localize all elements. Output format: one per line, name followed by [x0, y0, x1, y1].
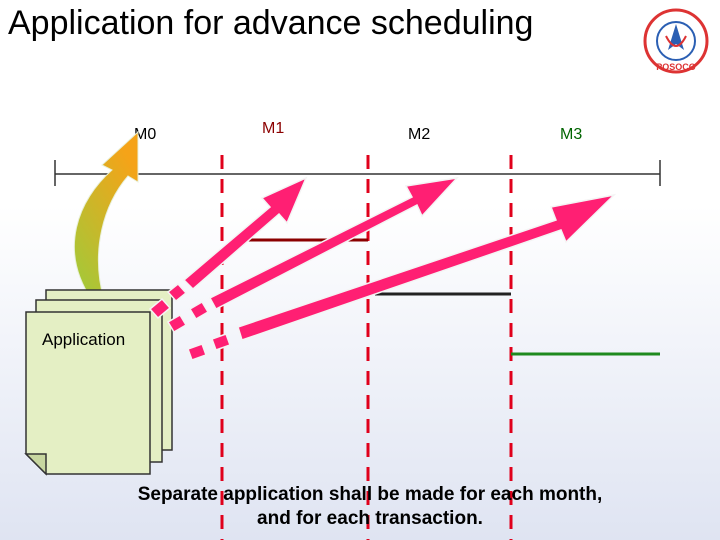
document-corner-fold [24, 453, 47, 476]
month-label-m3: M3 [560, 126, 583, 143]
arrow-m1 [182, 176, 308, 291]
arrow-m1-dash-2 [166, 282, 188, 303]
caption-line-2: and for each transaction. [257, 508, 483, 529]
curved-arrow [73, 130, 139, 301]
arrow-m3 [237, 193, 617, 341]
application-arrows [148, 176, 617, 361]
month-label-m2: M2 [408, 126, 431, 143]
posoco-logo-icon: POSOCO [643, 8, 709, 74]
arrow-m2-dash-2 [188, 300, 210, 321]
page-title: Application for advance scheduling [8, 4, 534, 42]
arrow-m3-dash-2 [211, 333, 231, 351]
caption-line-1: Separate application shall be made for e… [137, 484, 603, 505]
application-label: Application [42, 330, 126, 349]
application-documents [24, 289, 173, 476]
arrow-m2-dash-1 [166, 313, 188, 334]
month-label-m0: M0 [134, 126, 157, 143]
month-label-m1: M1 [262, 120, 285, 137]
arrow-m1-dash-1 [148, 297, 172, 320]
document-front [25, 311, 151, 475]
caption: Separate application shall be made for e… [40, 483, 700, 531]
logo-text: POSOCO [656, 62, 696, 72]
arrow-m2 [208, 176, 460, 311]
arrow-m3-dash-1 [187, 343, 207, 361]
timeline-axis [54, 160, 661, 186]
